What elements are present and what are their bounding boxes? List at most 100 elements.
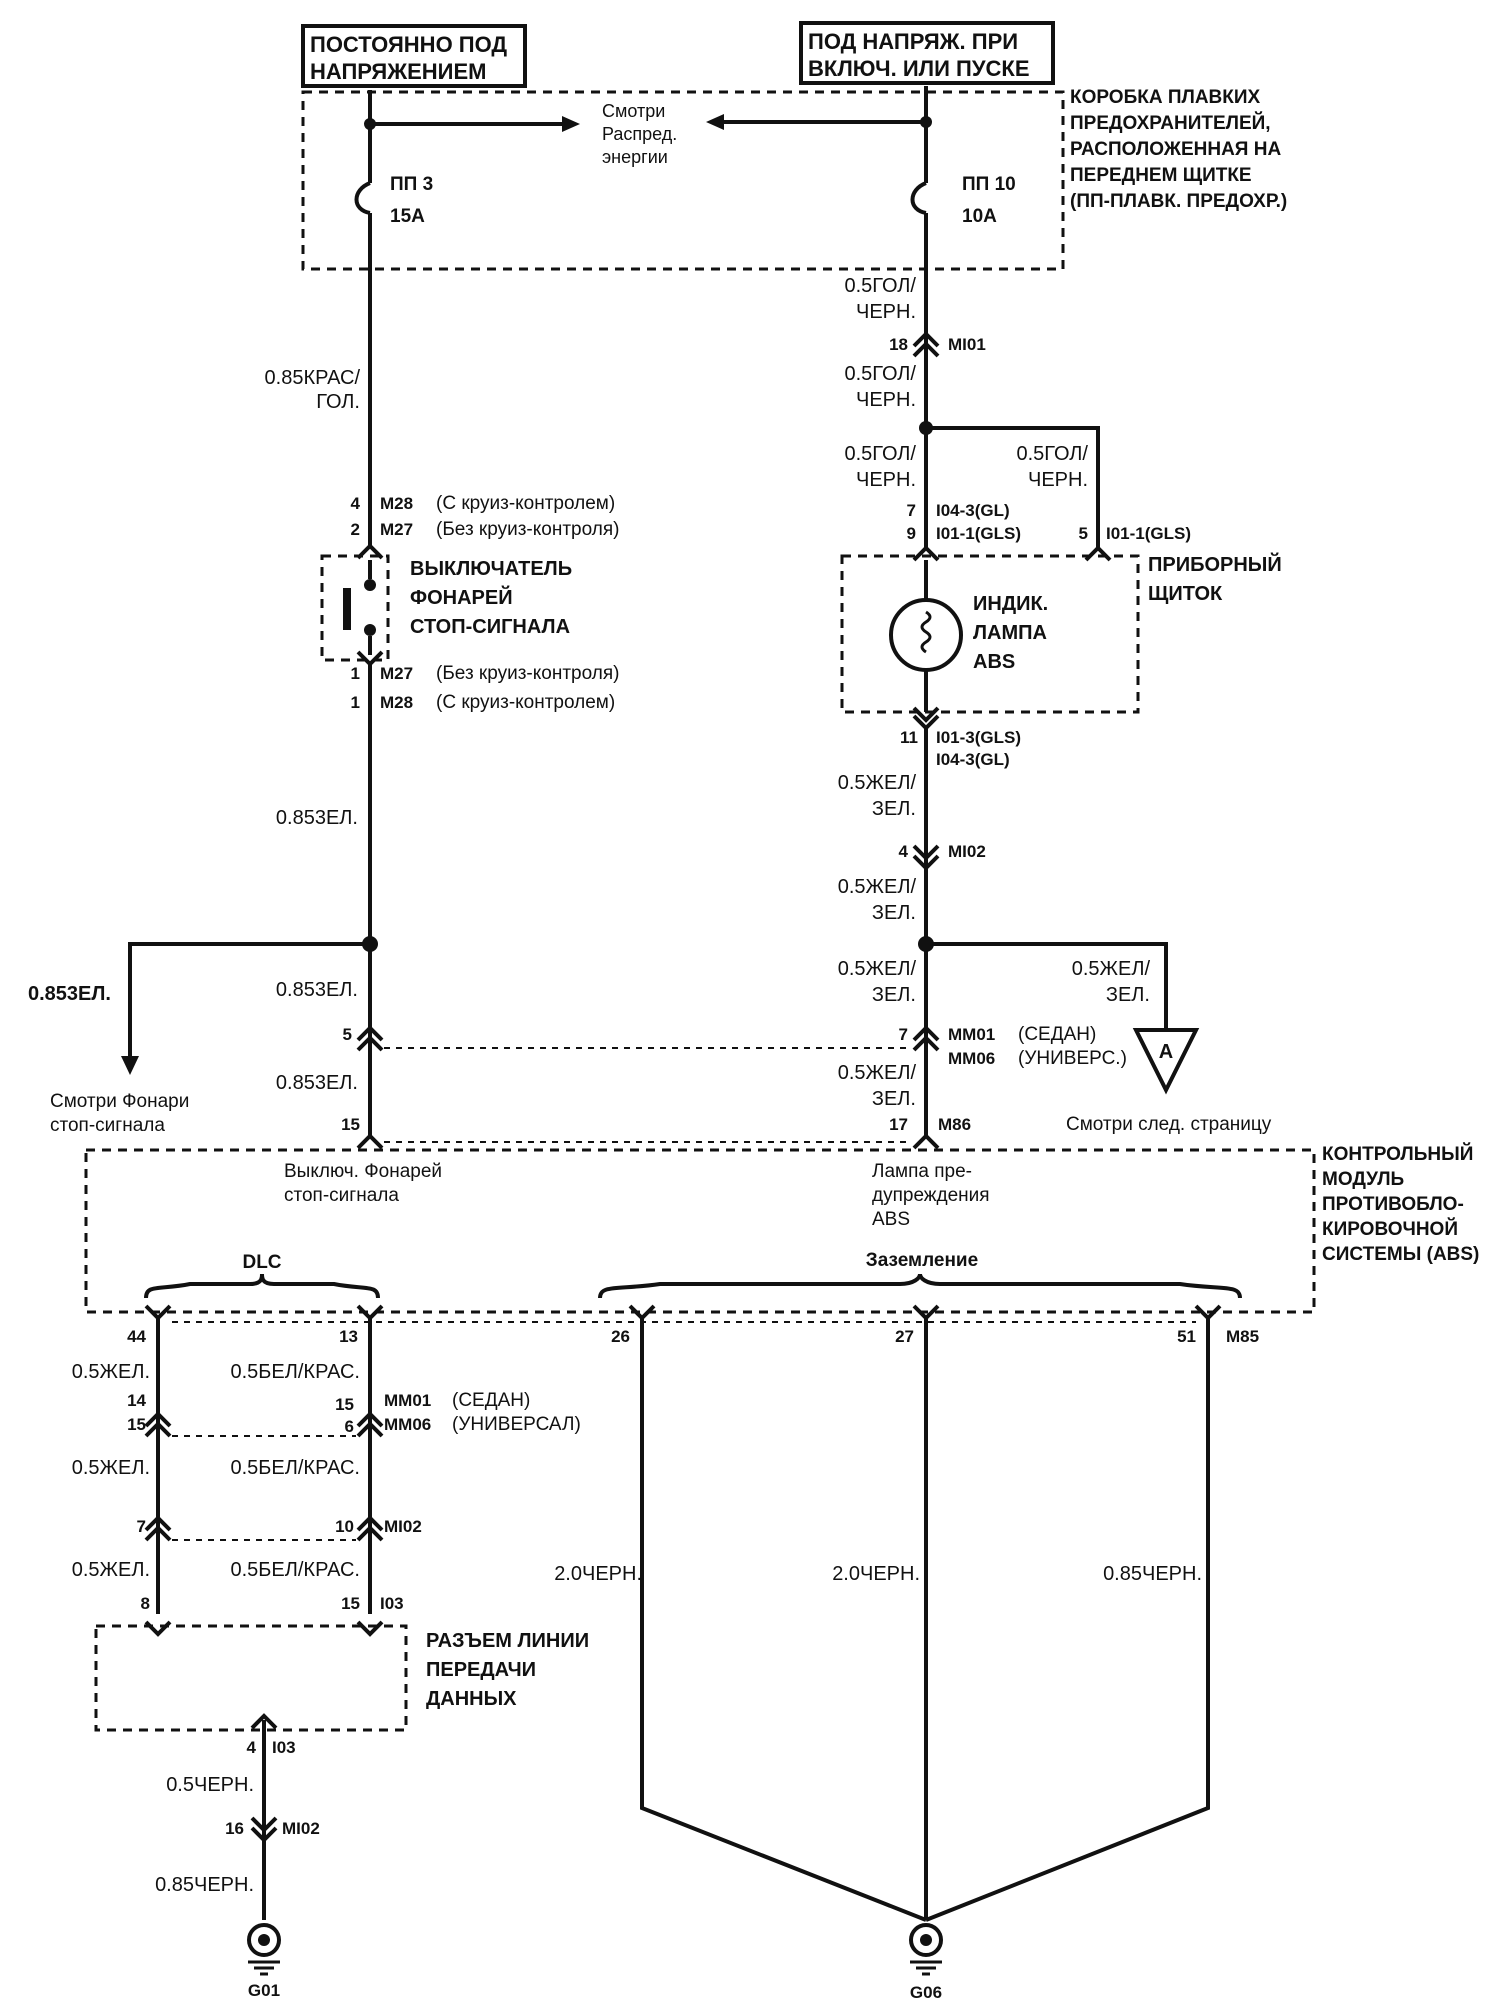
dlc-conn1-pin-l1: 14: [127, 1391, 146, 1410]
dlc-wire-b2: 0.5БЕЛ/КРАС.: [230, 1457, 360, 1479]
dlc-bottom-pin: 4: [247, 1738, 257, 1757]
dlc-g-pin: 16: [225, 1819, 244, 1838]
wire-right-4a: 0.5ЖЕЛ/: [838, 772, 917, 794]
connector-chevron-icon: [144, 1515, 172, 1532]
wire-right-2a: 0.5ГОЛ/: [844, 363, 916, 385]
wire-right-3d: ЧЕРН.: [1028, 469, 1088, 491]
switch-bottom-code-2: M28: [380, 693, 413, 712]
lamp-filament-icon: [920, 610, 932, 654]
wire-ground-51: [925, 1318, 1210, 1922]
connector-chevron-icon: [912, 545, 940, 562]
switch-contact-bottom: [364, 624, 376, 636]
dlc-bracket: [144, 1273, 380, 1299]
fuse-right-name: ПП 10: [962, 174, 1016, 195]
abs-module-label-1: КОНТРОЛЬНЫЙ: [1322, 1143, 1473, 1165]
connector-chevron-icon: [356, 1620, 384, 1637]
conn-mi02-code: MI02: [948, 842, 986, 861]
dlc-conn1-note-1: (СЕДАН): [452, 1390, 530, 1411]
stop-switch-label-3: СТОП-СИГНАЛА: [410, 616, 570, 638]
dlc-g-code: MI02: [282, 1819, 320, 1838]
stop-switch-label-2: ФОНАРЕЙ: [410, 585, 513, 609]
conn-mm01-note: (СЕДАН): [1018, 1024, 1096, 1045]
connector-chevron-icon: [356, 1525, 384, 1542]
fuse-10-icon: [910, 181, 927, 215]
ground-g06-label: G06: [910, 1983, 942, 2002]
ground-bracket-label: Заземление: [866, 1250, 978, 1271]
off-page-triangle-icon: [1132, 1028, 1200, 1095]
wire-left-top-2: ГОЛ.: [316, 391, 360, 413]
stop-switch-outline: [320, 554, 390, 662]
wire-right-5b: ЗЕЛ.: [872, 902, 916, 924]
cluster-bottom-code-2: I04-3(GL): [936, 750, 1010, 769]
dlc-conn2-pin-l: 7: [137, 1517, 146, 1536]
dlc-conn1-pin-r2: 6: [345, 1417, 354, 1436]
connector-chevron-icon: [356, 1025, 384, 1042]
switch-contact-top: [364, 579, 376, 591]
abs-module-outline: [84, 1148, 1316, 1314]
connector-chevron-icon: [356, 1133, 384, 1150]
module-pin-26: 26: [611, 1327, 630, 1346]
wire-branch-label: 0.853ЕЛ.: [28, 983, 111, 1005]
connector-chevron-icon: [1084, 545, 1112, 562]
dlc-wire-a1: 0.5ЖЕЛ.: [72, 1361, 150, 1383]
arrow-down-icon: [121, 1056, 139, 1075]
conn-m86-pin: 17: [889, 1115, 908, 1134]
conn-mi01-code: MI01: [948, 335, 986, 354]
dlc-wire-g1: 0.5ЧЕРН.: [166, 1774, 254, 1796]
switch-top-note-2: (Без круиз-контроля): [436, 519, 619, 540]
constant-power-box: [301, 24, 527, 88]
connector-chevron-icon: [912, 331, 940, 348]
wire-right-7a: 0.5ЖЕЛ/: [838, 1062, 917, 1084]
dlc-conn2-pin-r: 10: [335, 1517, 354, 1536]
dlc-connector-label-3: ДАННЫХ: [426, 1688, 517, 1710]
ground-bracket: [598, 1273, 1242, 1299]
fuse-box-label-2: ПРЕДОХРАНИТЕЛЕЙ,: [1070, 112, 1271, 134]
abs-module-label-5: СИСТЕМЫ (ABS): [1322, 1244, 1479, 1265]
fuse-left-name: ПП 3: [390, 174, 433, 195]
splice-dot: [920, 116, 932, 128]
fuse-box-label-3: РАСПОЛОЖЕННАЯ НА: [1070, 139, 1281, 160]
switch-bottom-pin-1: 1: [351, 664, 360, 683]
lamp-label-1: ИНДИК.: [973, 593, 1048, 615]
see-power-dist-1: Смотри: [602, 101, 665, 121]
connector-chevron-icon: [356, 1304, 384, 1321]
connector-chevron-icon: [356, 1411, 384, 1428]
lamp-label-2: ЛАМПА: [973, 622, 1047, 644]
connector-chevron-icon: [912, 854, 940, 871]
dlc-connector-outline: [94, 1624, 408, 1732]
wire-right-6d: ЗЕЛ.: [1106, 984, 1150, 1006]
dlc-connector-label-1: РАЗЪЕМ ЛИНИИ: [426, 1630, 589, 1652]
wire-right-3c: 0.5ГОЛ/: [1016, 443, 1088, 465]
switch-top-code-1: M28: [380, 494, 413, 513]
fuse-box-label-4: ПЕРЕДНЕМ ЩИТКЕ: [1070, 165, 1252, 186]
conn-mi02-pin: 4: [899, 842, 909, 861]
abs-warning-lamp-2: дупреждения: [872, 1185, 990, 1206]
ignition-power-box: [799, 21, 1055, 85]
conn-mi01-pin: 18: [889, 335, 908, 354]
connector-chevron-icon: [250, 1816, 278, 1833]
ground-wire-51: 0.85ЧЕРН.: [1103, 1563, 1202, 1585]
conn-mm06-code: MM06: [948, 1049, 995, 1068]
see-power-dist-2: Распред.: [602, 124, 677, 144]
switch-bottom-pin-2: 1: [351, 693, 360, 712]
instrument-cluster-outline: [840, 554, 1140, 714]
wire-right-2b: ЧЕРН.: [856, 389, 916, 411]
module-conn-code: M85: [1226, 1327, 1259, 1346]
arrow-left-icon: [706, 114, 724, 130]
connector-chevron-icon: [144, 1525, 172, 1542]
conn-m86-code: M86: [938, 1115, 971, 1134]
ignition-power-line-1: ПОД НАПРЯЖ. ПРИ: [808, 29, 1018, 54]
wire-to-cluster-pin5: [926, 426, 1100, 548]
connector-chevron-icon: [912, 706, 940, 723]
connector-chevron-icon: [912, 1035, 940, 1052]
cluster-label-2: ЩИТОК: [1148, 583, 1223, 605]
fuse-box-outline: [301, 90, 1065, 271]
wire-right-3b: ЧЕРН.: [856, 469, 916, 491]
dlc-conn1-code-1: MM01: [384, 1391, 431, 1410]
conn-mm01-code: MM01: [948, 1025, 995, 1044]
off-page-ref: A: [1159, 1041, 1173, 1063]
fuse-right-rating: 10A: [962, 206, 997, 227]
connector-chevron-icon: [356, 543, 384, 560]
switch-bottom-note-1: (Без круиз-контроля): [436, 663, 619, 684]
